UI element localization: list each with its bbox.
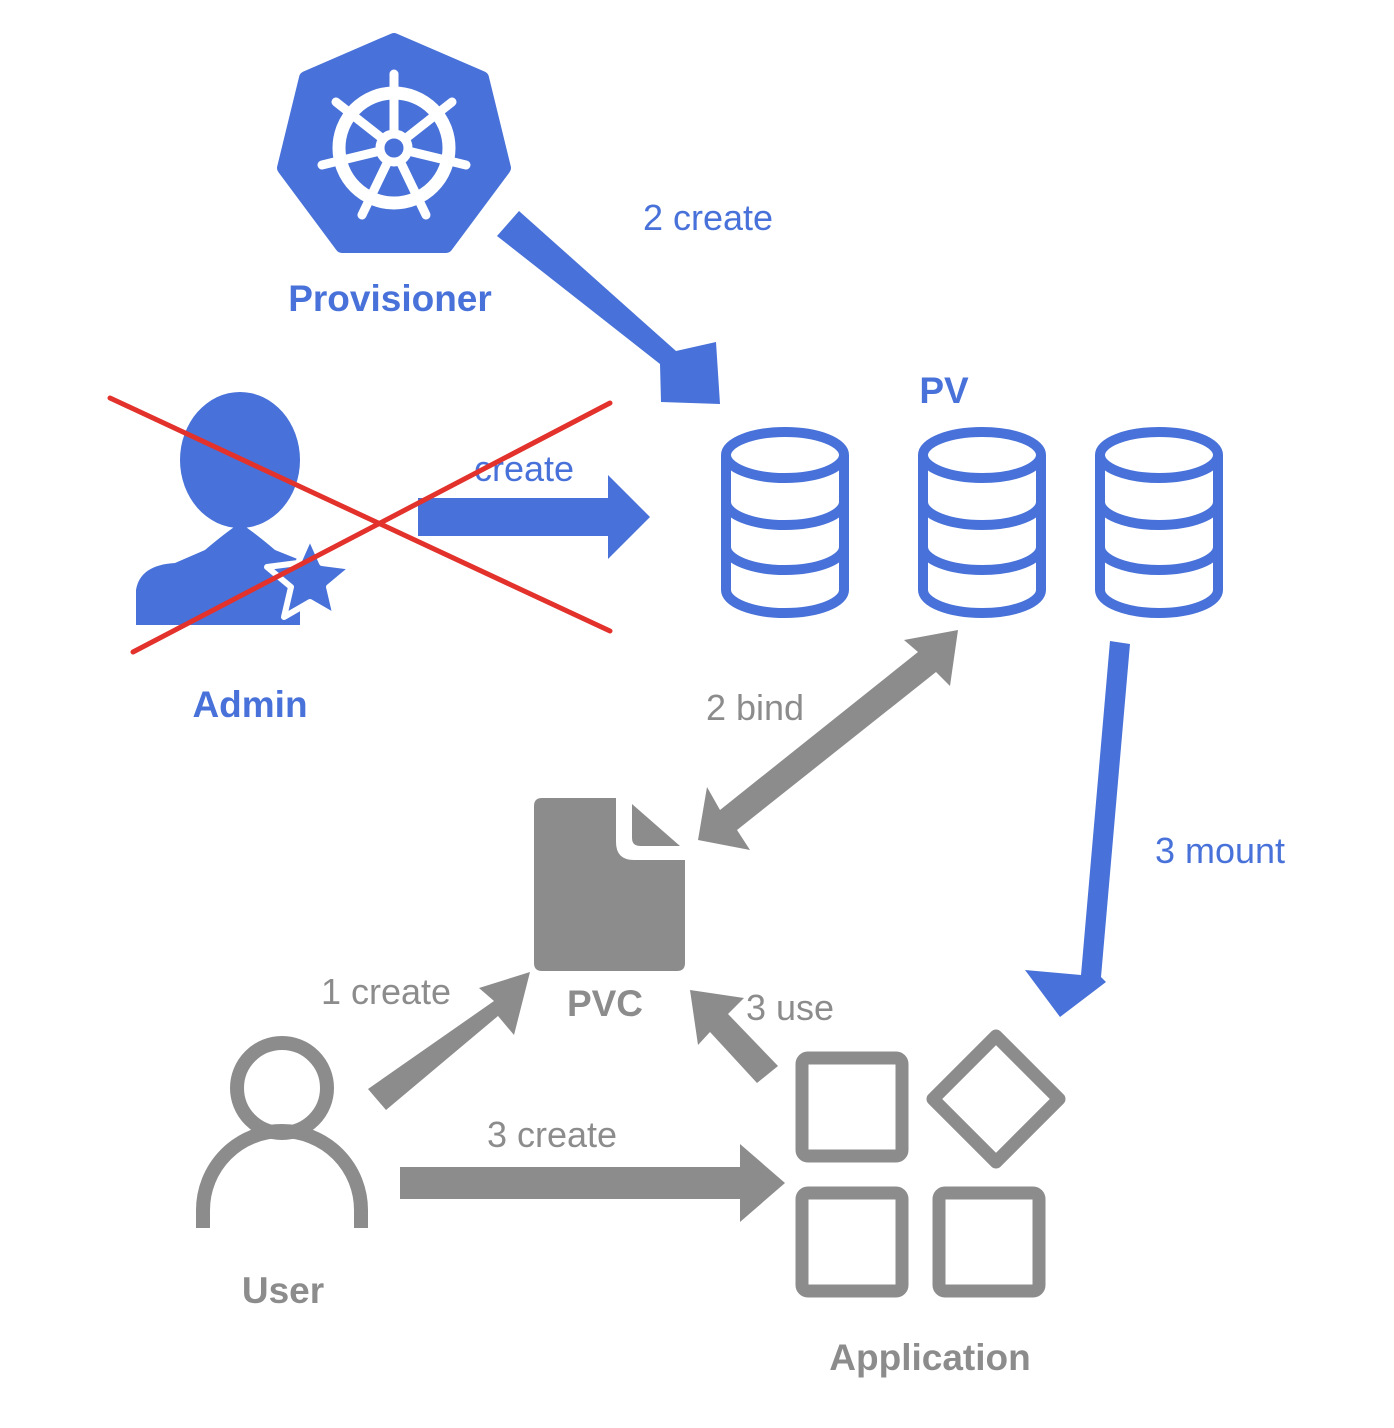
pv-pvc-bind-label: 2 bind [706,687,804,728]
admin-label: Admin [192,684,307,725]
user-label: User [242,1270,324,1311]
provisioner-to-pv-label: 2 create [643,197,773,238]
crossed-out-mark [107,395,613,655]
user-to-application-arrow [400,1144,785,1222]
document-icon [534,798,685,971]
pvc-label: PVC [567,983,643,1024]
pv-pvc-bind-arrow [698,630,958,850]
pv-to-application-arrow [1025,641,1130,1017]
user-to-pvc-arrow [368,972,530,1110]
app-grid-icon [795,1029,1066,1298]
admin-to-pv-label: create [474,448,574,489]
database-icon [1100,432,1218,613]
user-outline-icon [196,1036,368,1228]
provisioner-label: Provisioner [288,278,492,319]
pv-label: PV [919,370,969,411]
kubernetes-helm-icon [277,33,511,253]
provisioner-to-pv-arrow [497,211,720,404]
database-icon [726,432,844,613]
database-icon [923,432,1041,613]
pv-to-application-label: 3 mount [1155,830,1285,871]
application-label: Application [829,1337,1030,1378]
application-to-pvc-label: 3 use [746,987,834,1028]
user-to-application-label: 3 create [487,1114,617,1155]
user-to-pvc-label: 1 create [321,971,451,1012]
admin-to-pv-arrow [418,475,650,559]
application-to-pvc-arrow [690,990,778,1083]
